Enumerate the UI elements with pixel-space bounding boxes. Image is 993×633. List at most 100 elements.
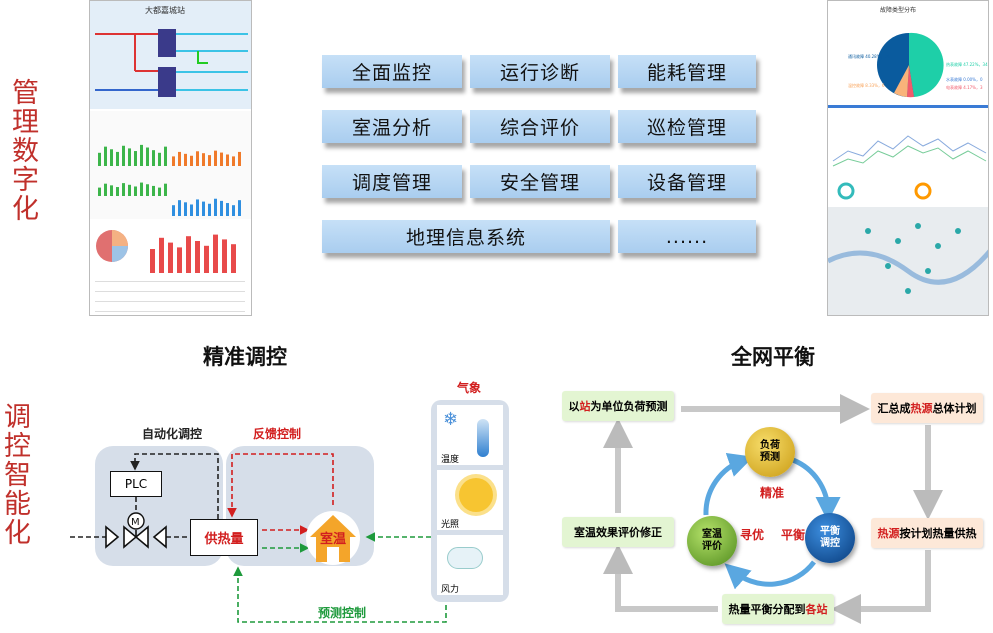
thumbnail-bar: [213, 234, 218, 273]
thumbnail-bar: [178, 200, 181, 216]
thumbnail-bar: [140, 144, 143, 166]
btn-energy-management[interactable]: 能耗管理: [618, 55, 756, 88]
thumbnail-bar: [208, 203, 211, 216]
load-forecast-circle: 负荷预测: [745, 427, 795, 477]
predictive-control-label: 预测控制: [318, 606, 367, 620]
thumbnail-bar: [152, 150, 155, 166]
precise-control-title: 精准调控: [203, 345, 287, 369]
cycle-label-precise: 精准: [760, 486, 785, 500]
heat-supply-box: 供热量: [190, 519, 258, 556]
thumbnail-bar: [134, 151, 137, 166]
thumbnail-bar: [172, 205, 175, 216]
thumbnail-bar: [98, 152, 101, 166]
btn-full-monitoring[interactable]: 全面监控: [322, 55, 462, 88]
pie-title: 故障类型分布: [880, 6, 916, 14]
thumbnail-bar: [158, 152, 161, 166]
auto-control-label: 自动化调控: [142, 427, 203, 441]
thumbnail-bar: [110, 149, 113, 166]
btn-equipment-management[interactable]: 设备管理: [618, 165, 756, 198]
pie-label: 通讯故障 40.28%，29: [848, 53, 890, 59]
thumbnail-bar: [238, 151, 241, 166]
thumbnail-bar: [104, 146, 107, 166]
thumbnail-bar: [204, 245, 209, 273]
thumbnail-bar: [220, 200, 223, 216]
thumbnail-bar: [232, 156, 235, 166]
thumbnail-bar: [158, 187, 161, 196]
thumbnail-bar: [190, 155, 193, 166]
motor-label: M: [131, 517, 140, 528]
heat-source-plan-box: 汇总成热源总体计划: [871, 393, 983, 423]
btn-room-temp-analysis[interactable]: 室温分析: [322, 110, 462, 143]
thumbnail-bar: [172, 156, 175, 166]
btn-dispatch-management[interactable]: 调度管理: [322, 165, 462, 198]
thumbnail-bar: [152, 185, 155, 196]
thumbnail-bar: [177, 247, 182, 273]
dashboard-preview: 大都嘉城站: [90, 1, 251, 315]
thumbnail-bar: [116, 187, 119, 196]
room-eval-circle: 室温评价: [687, 516, 737, 566]
thumbnail-bar: [202, 201, 205, 216]
sun-icon: [459, 478, 493, 512]
thumbnail-bar: [128, 148, 131, 166]
network-balance-title: 全网平衡: [731, 345, 815, 369]
weather-temperature: ❄ 温度: [437, 405, 503, 465]
btn-more[interactable]: ......: [618, 220, 756, 253]
weather-sunlight: 光照: [437, 470, 503, 530]
btn-comprehensive-evaluation[interactable]: 综合评价: [470, 110, 610, 143]
wind-cloud-icon: [447, 547, 483, 569]
thumbnail-bar: [110, 185, 113, 196]
thumbnail-bar: [128, 184, 131, 196]
cycle-label-balance: 平衡: [781, 528, 806, 542]
thumbnail-bar: [140, 182, 143, 196]
thumbnail-bar: [196, 151, 199, 166]
thumbnail-bar: [159, 237, 164, 273]
snowflake-icon: ❄: [443, 409, 459, 430]
heat-source-supply-box: 热源按计划热量供热: [871, 518, 983, 548]
wind-label: 风力: [441, 585, 460, 595]
thumbnail-bar: [122, 145, 125, 166]
balance-control-circle: 平衡调控: [805, 513, 855, 563]
plc-box: PLC: [110, 471, 162, 497]
sunlight-label: 光照: [441, 520, 460, 530]
btn-operation-diagnosis[interactable]: 运行诊断: [470, 55, 610, 88]
thumbnail-bar: [164, 183, 167, 196]
thumbnail-bar: [98, 187, 101, 196]
thumbnail-bar: [168, 242, 173, 273]
thumbnail-bar: [226, 203, 229, 216]
thumbnail-bar: [134, 186, 137, 196]
valve-icon: [105, 525, 167, 549]
thumbnail-bar: [238, 200, 241, 216]
thumbnail-bar: [146, 147, 149, 166]
btn-inspection-management[interactable]: 巡检管理: [618, 110, 756, 143]
thumbnail-bar: [150, 249, 155, 273]
thumbnail-bar: [195, 241, 200, 273]
feedback-control-label: 反馈控制: [253, 427, 302, 441]
weather-title: 气象: [457, 381, 482, 395]
thumbnail-bar: [116, 151, 119, 166]
pie-label: 热表故障 47.22%，34: [946, 61, 988, 67]
screenshot-thumbnail-right: 故障类型分布 通讯故障 40.28%，29 热表故障 47.22%，34 水表故…: [827, 0, 989, 316]
thermometer-icon: [477, 419, 489, 457]
thumbnail-bar: [104, 183, 107, 196]
btn-gis[interactable]: 地理信息系统: [322, 220, 610, 253]
room-temp-correction-box: 室温效果评价修正: [562, 517, 674, 547]
thumbnail-bar: [226, 154, 229, 166]
thumbnail-bar: [196, 199, 199, 216]
station-load-forecast-box: 以站为单位负荷预测: [562, 391, 674, 421]
analytics-preview: 故障类型分布 通讯故障 40.28%，29 热表故障 47.22%，34 水表故…: [828, 6, 988, 315]
pie-label: 电表故障 4.17%，3: [946, 84, 983, 90]
thumbnail-bar: [184, 202, 187, 216]
thumbnail-bar: [231, 244, 236, 273]
thumbnail-bar: [164, 146, 167, 166]
weather-wind: 风力: [437, 535, 503, 595]
thumbnail-bar: [214, 150, 217, 166]
btn-safety-management[interactable]: 安全管理: [470, 165, 610, 198]
thumbnail-bar: [208, 155, 211, 166]
thumbnail-bar: [222, 239, 227, 273]
thumbnail-bar: [186, 236, 191, 273]
thumbnail-bar: [214, 198, 217, 216]
heat-distribution-box: 热量平衡分配到各站: [722, 594, 834, 624]
thumbnail-bar: [202, 153, 205, 166]
thumbnail-bar: [190, 204, 193, 216]
